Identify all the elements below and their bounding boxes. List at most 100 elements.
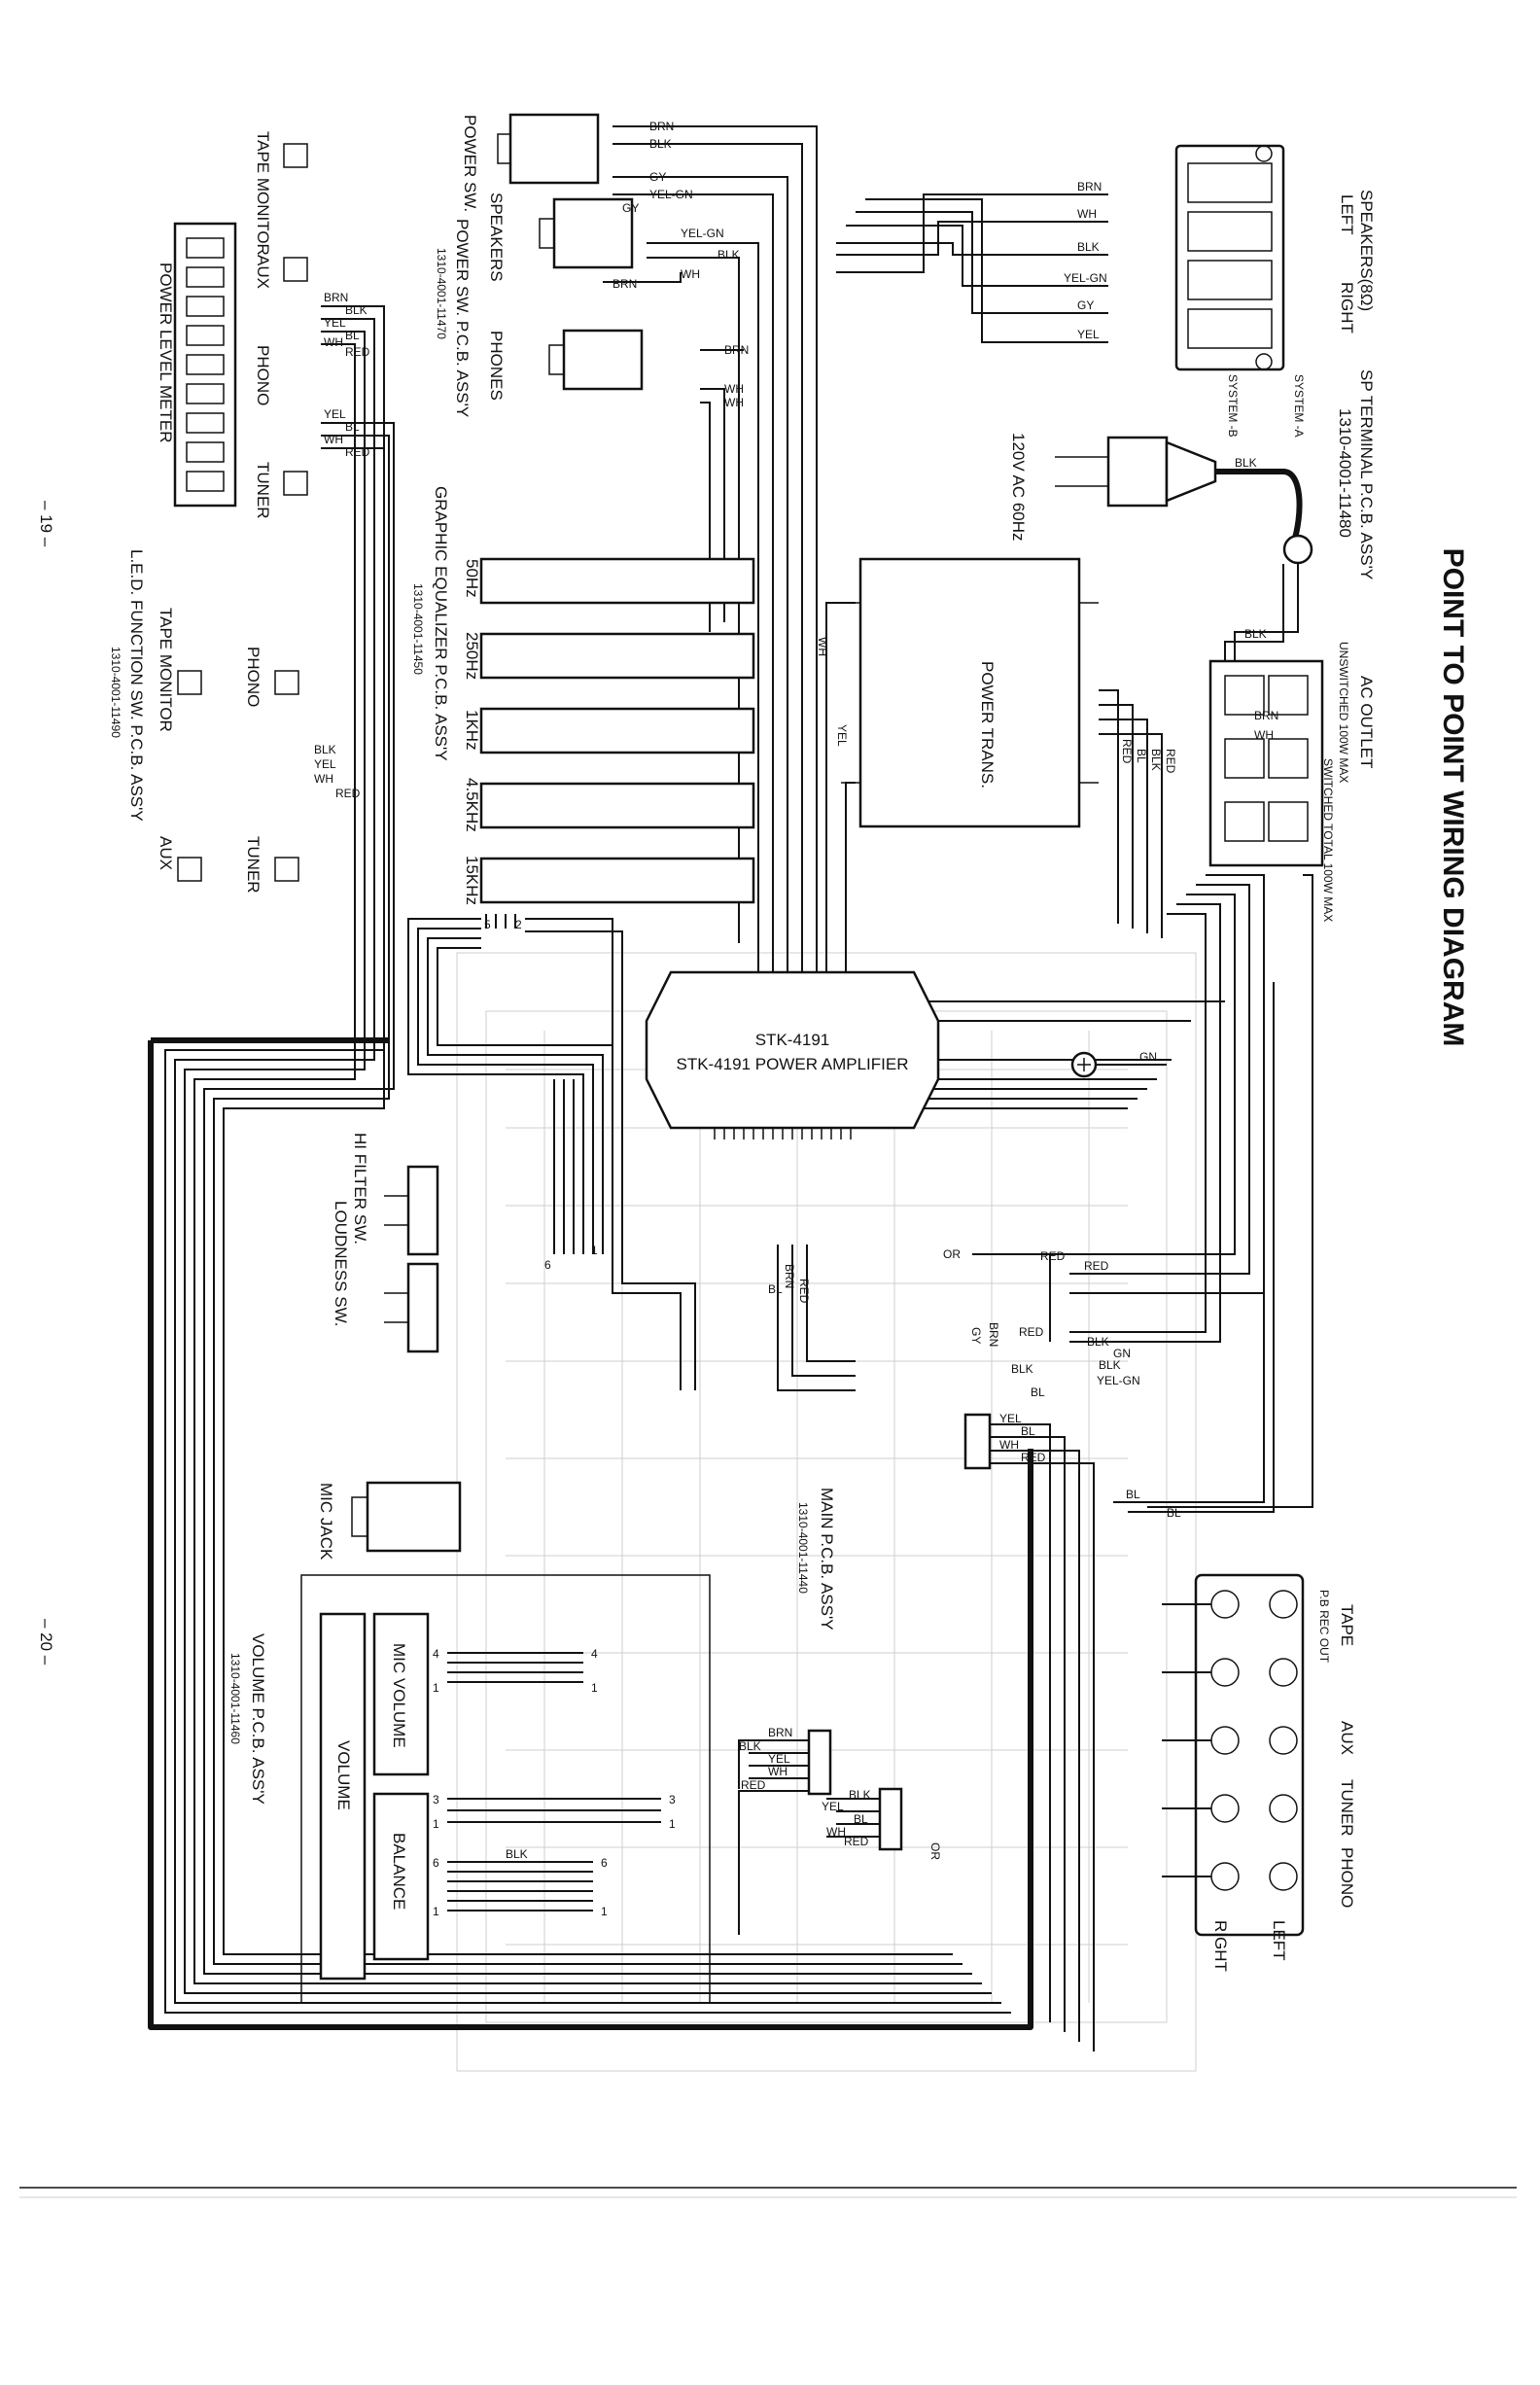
svg-text:BLK: BLK: [649, 137, 672, 151]
speakers-sw-label: SPEAKERS: [487, 193, 506, 282]
svg-text:BLK: BLK: [1077, 240, 1100, 254]
svg-text:RED: RED: [1019, 1325, 1044, 1339]
svg-text:OR: OR: [928, 1842, 942, 1860]
led-function-part: 1310-4001-11490: [109, 647, 122, 738]
eq-band-1khz: 1KHz: [463, 710, 481, 751]
svg-text:BLK: BLK: [739, 1739, 761, 1753]
graphic-eq-label: GRAPHIC EQUALIZER P.C.B. ASS'Y: [432, 486, 450, 761]
ac-outlet-switched: SWITCHED TOTAL 100W MAX: [1321, 758, 1335, 922]
mic-volume-label: MIC VOLUME: [390, 1643, 408, 1748]
volume-pcb-part: 1310-4001-11460: [228, 1653, 242, 1744]
led-function-sw-pcb: PHONO TUNER TAPE MONITOR AUX L.E.D. FUNC…: [109, 549, 361, 894]
balance-label: BALANCE: [390, 1833, 408, 1910]
svg-text:RED: RED: [335, 787, 361, 800]
svg-text:4: 4: [591, 1647, 598, 1661]
svg-text:BL: BL: [1126, 1488, 1140, 1501]
svg-text:WH: WH: [768, 1765, 788, 1778]
meter-phono-label: PHONO: [254, 345, 272, 405]
jack-aux-label: AUX: [1338, 1721, 1356, 1755]
svg-text:YEL: YEL: [768, 1752, 790, 1766]
svg-text:BRN: BRN: [724, 343, 749, 357]
power-trans-label: POWER TRANS.: [978, 661, 997, 789]
jack-phono-label: PHONO: [1338, 1847, 1356, 1908]
svg-text:6: 6: [601, 1856, 608, 1870]
led-aux-label: AUX: [157, 836, 175, 870]
power-transformer: POWER TRANS. WH YEL BL BLK RED RED: [816, 557, 1177, 943]
svg-text:4: 4: [433, 1647, 439, 1661]
svg-text:RED: RED: [345, 345, 370, 359]
svg-text:3: 3: [669, 1793, 676, 1806]
eq-band-45khz: 4.5KHz: [463, 778, 481, 832]
svg-text:1: 1: [433, 1681, 439, 1695]
volume-pcb-label: VOLUME P.C.B. ASS'Y: [249, 1633, 267, 1805]
volume-label: VOLUME: [334, 1740, 353, 1810]
sp-terminal-part: 1310-4001-11480: [1336, 408, 1354, 538]
speakers-left-label: LEFT: [1338, 194, 1356, 235]
power-level-meter-label: POWER LEVEL METER: [157, 263, 175, 442]
svg-text:YEL: YEL: [324, 316, 346, 330]
phones-label: PHONES: [487, 331, 506, 401]
svg-text:WH: WH: [1254, 728, 1274, 742]
power-sw-label: POWER SW.: [461, 115, 479, 212]
svg-text:RED: RED: [345, 445, 370, 459]
meter-tape-monitor-label: TAPE MONITOR: [254, 131, 272, 256]
svg-text:BLK: BLK: [1149, 749, 1163, 771]
svg-text:YEL: YEL: [999, 1412, 1022, 1425]
amplifier-label: STK-4191 POWER AMPLIFIER: [676, 1055, 908, 1073]
svg-text:BL: BL: [1167, 1506, 1181, 1520]
power-sw-pcb: POWER SW. SPEAKERS PHONES POWER SW. P.C.…: [435, 113, 644, 417]
shielded-loop: [148, 1037, 1033, 2030]
svg-text:6: 6: [433, 1856, 439, 1870]
jack-tuner-label: TUNER: [1338, 1779, 1356, 1837]
stk-power-amplifier: STK-4191 STK-4191 POWER AMPLIFIER: [645, 970, 940, 1140]
diagram-title: POINT TO POINT WIRING DIAGRAM: [1437, 548, 1469, 1047]
svg-text:YEL: YEL: [1077, 328, 1100, 341]
svg-text:RED: RED: [844, 1835, 869, 1848]
speakers-right-label: RIGHT: [1338, 282, 1356, 333]
svg-text:GN: GN: [1139, 1050, 1157, 1064]
svg-text:BLK: BLK: [1099, 1358, 1121, 1372]
svg-text:BL: BL: [1031, 1385, 1045, 1399]
main-pcb-label: MAIN P.C.B. ASS'Y: [818, 1488, 836, 1631]
svg-text:BLK: BLK: [718, 248, 740, 262]
power-plug: BLK 120V AC 60Hz: [1009, 433, 1313, 565]
svg-text:BL: BL: [854, 1812, 868, 1826]
ac-outlet-unswitched: UNSWITCHED 100W MAX: [1337, 642, 1350, 783]
svg-text:RED: RED: [1120, 739, 1134, 764]
led-tape-monitor-label: TAPE MONITOR: [157, 608, 175, 732]
ac-120v-label: 120V AC 60Hz: [1009, 433, 1028, 542]
led-function-label: L.E.D. FUNCTION SW. P.C.B. ASS'Y: [127, 549, 146, 822]
svg-text:WH: WH: [314, 772, 333, 786]
svg-text:BLK: BLK: [849, 1788, 871, 1802]
svg-text:6: 6: [544, 1258, 551, 1272]
svg-text:BRN: BRN: [324, 291, 348, 304]
eq-band-15khz: 15KHz: [463, 856, 481, 905]
ac-outlet-label: AC OUTLET: [1357, 676, 1376, 768]
svg-text:WH: WH: [1077, 207, 1097, 221]
input-jacks: TAPE P.B REC OUT AUX TUNER PHONO LEFT RI…: [1162, 1573, 1356, 1972]
svg-text:BL: BL: [768, 1282, 783, 1296]
svg-text:WH: WH: [999, 1438, 1019, 1452]
ac-outlet: AC OUTLET UNSWITCHED 100W MAX SWITCHED T…: [1208, 564, 1376, 922]
svg-text:WH: WH: [826, 1825, 846, 1839]
svg-text:GN: GN: [1113, 1347, 1131, 1360]
svg-text:YEL: YEL: [324, 407, 346, 421]
svg-text:WH: WH: [681, 267, 700, 281]
svg-text:1: 1: [433, 1905, 439, 1918]
graphic-equalizer-pcb: 50Hz 250Hz 1KHz 4.5KHz 15KHz GRAPHIC EQU…: [407, 486, 755, 1390]
svg-text:BLK: BLK: [1244, 627, 1267, 641]
main-pcb-part: 1310-4001-11440: [796, 1502, 810, 1594]
svg-text:YEL-GN: YEL-GN: [681, 227, 724, 240]
svg-text:RED: RED: [797, 1279, 811, 1304]
mic-jack-label: MIC JACK: [317, 1483, 335, 1561]
svg-text:YEL-GN: YEL-GN: [1064, 271, 1107, 285]
graphic-eq-part: 1310-4001-11450: [411, 583, 425, 675]
svg-text:WH: WH: [324, 335, 343, 349]
svg-text:2: 2: [515, 918, 522, 931]
svg-text:BL: BL: [1135, 749, 1148, 763]
hi-filter-sw-label: HI FILTER SW.: [351, 1133, 369, 1245]
svg-text:GY: GY: [969, 1327, 983, 1344]
loudness-sw-label: LOUDNESS SW.: [332, 1201, 350, 1326]
svg-text:BLK: BLK: [506, 1847, 528, 1861]
